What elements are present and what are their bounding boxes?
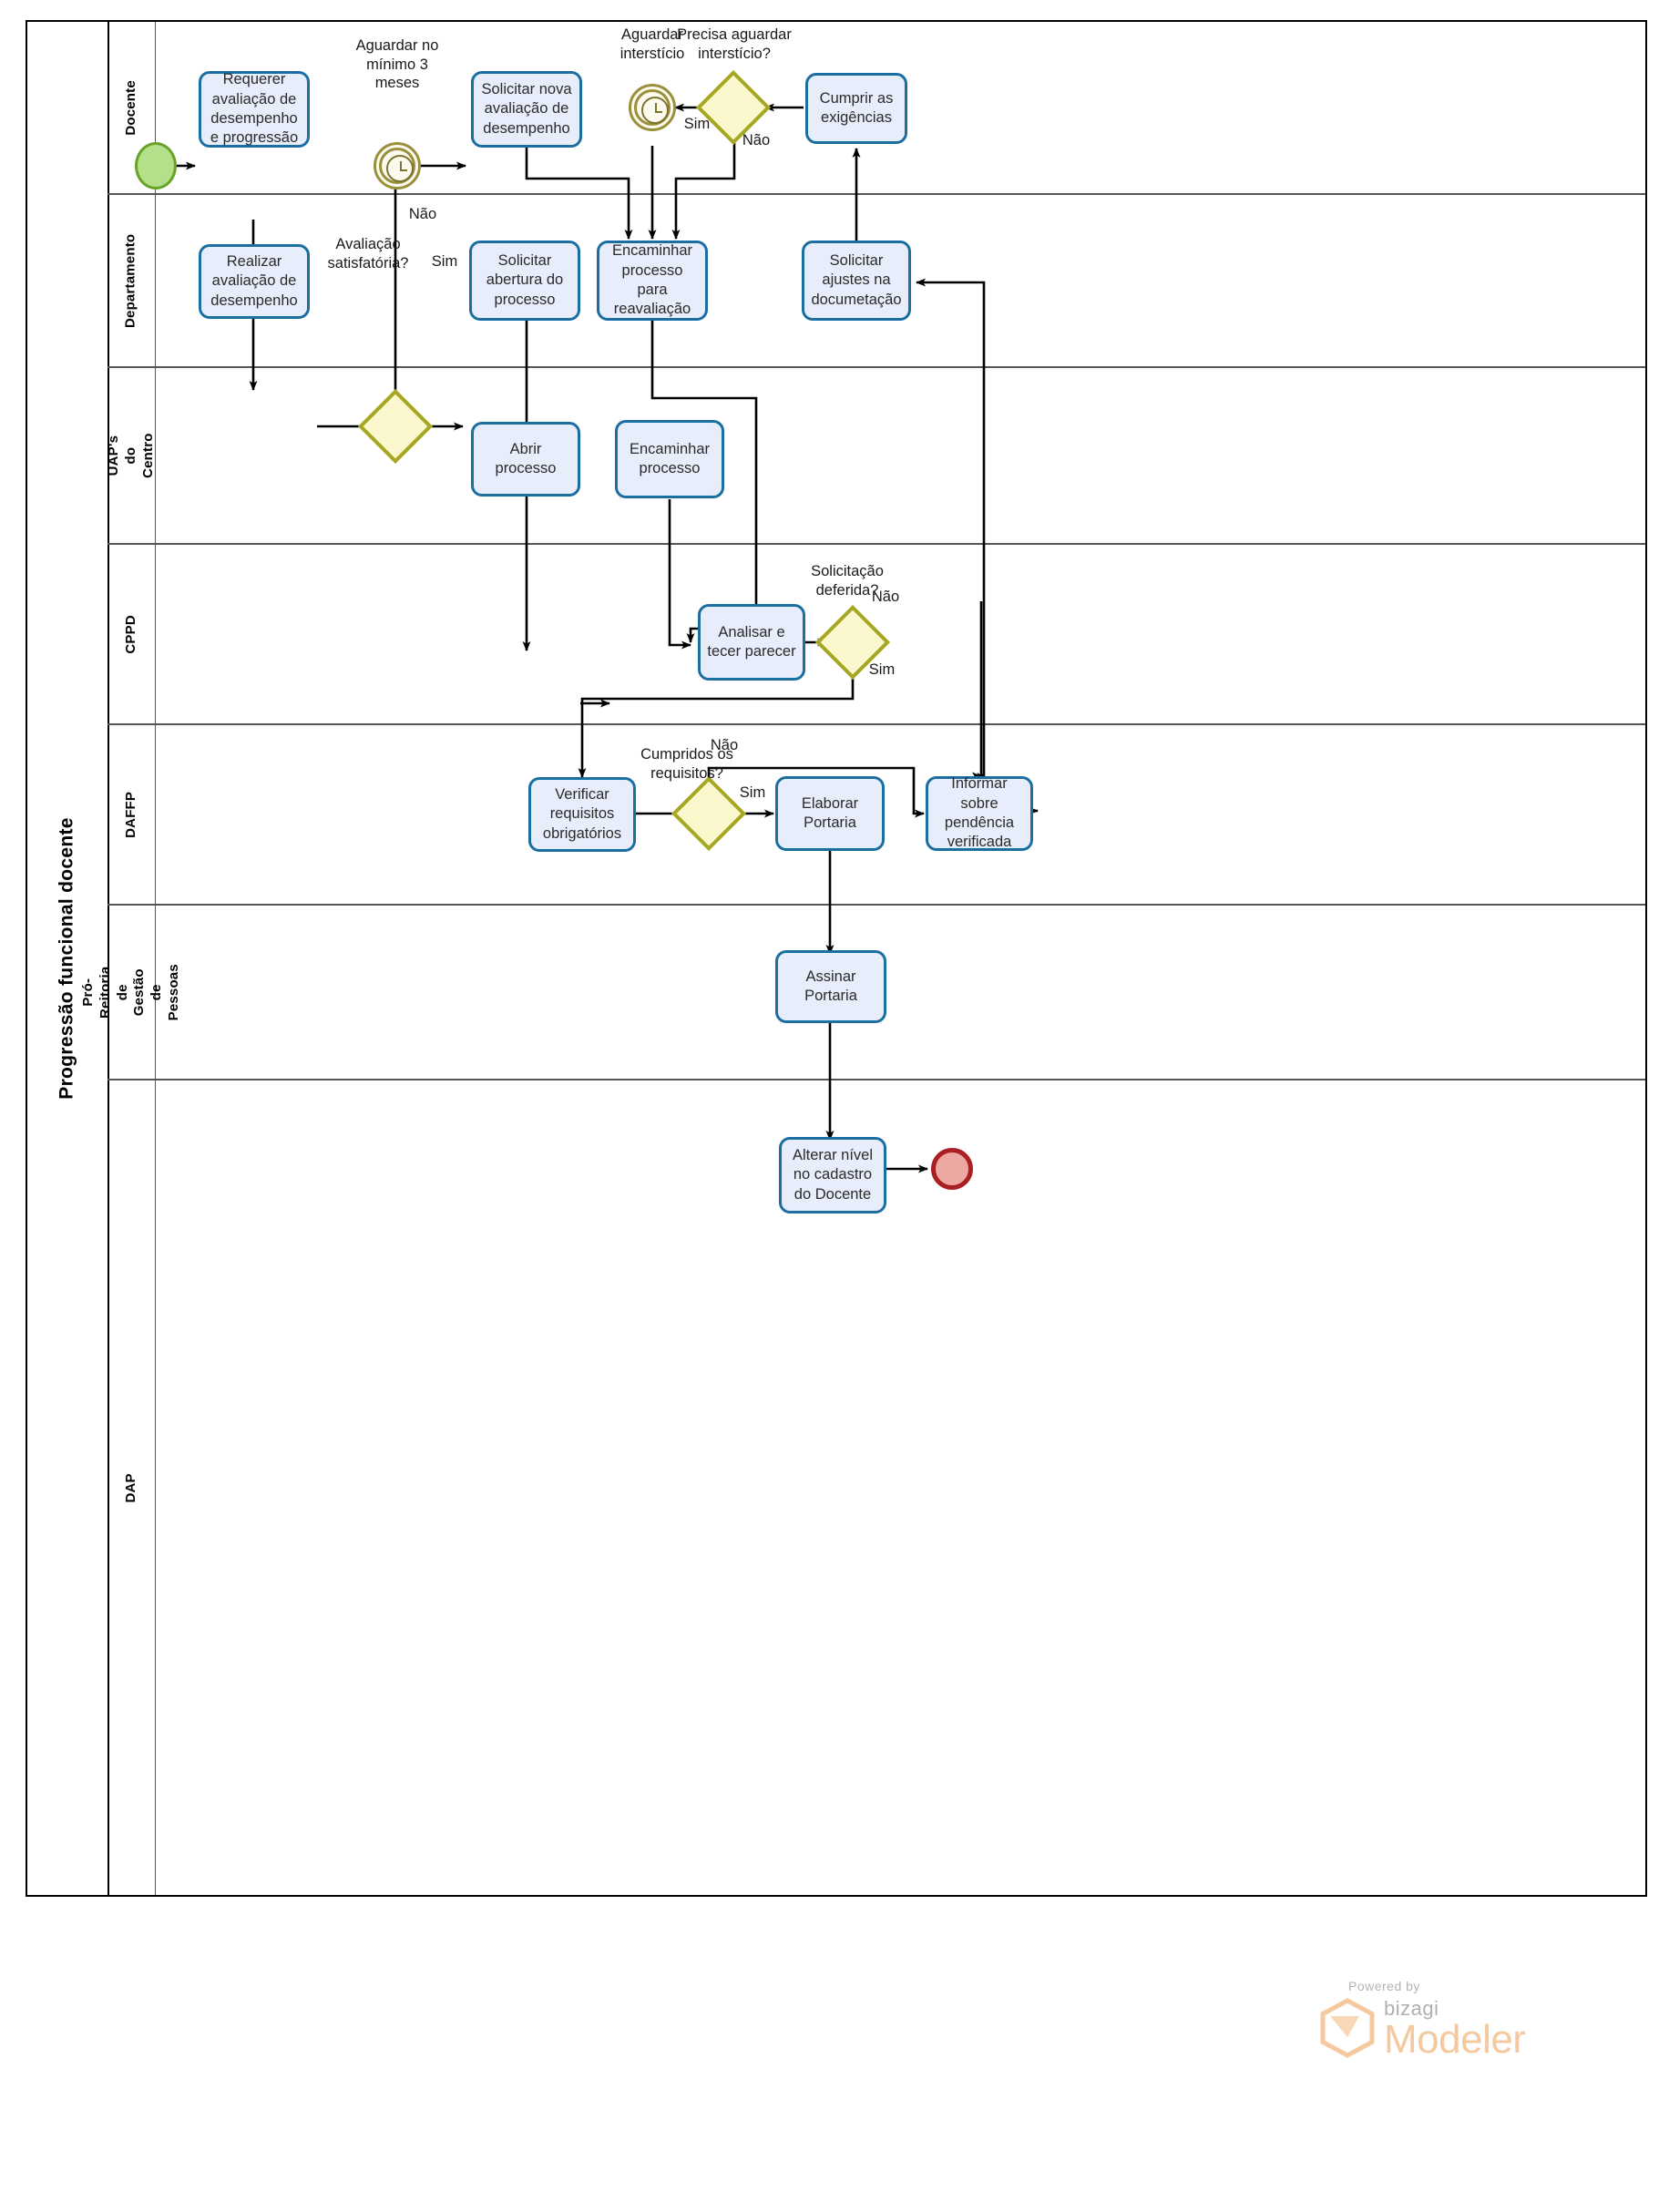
lane-label: DAFFP (122, 791, 138, 838)
bizagi-modeler-logo: Powered by bizagi Modeler (1319, 1979, 1526, 2062)
lane-pro-reitoria: Pró-Reitoria de Gestão de Pessoas (80, 906, 1645, 1080)
lane-divider (155, 22, 156, 193)
lane-label: Docente (122, 79, 138, 136)
flow-label-g4-nao: Não (710, 737, 739, 753)
timer-event-aguardar-intersticio[interactable] (629, 84, 676, 131)
flow-label-g3-nao: Não (871, 589, 900, 605)
flow-label-g2-nao: Não (742, 132, 771, 148)
logo-brand-label: bizagi (1384, 1997, 1439, 2020)
lane-title-dap: DAP (108, 1080, 155, 1895)
lane-label: UAP's do Centro (105, 433, 156, 478)
pool-title: Progressão funcional docente (27, 22, 109, 1895)
lane-departamento: Departamento (108, 195, 1645, 368)
lane-title-departamento: Departamento (108, 195, 155, 366)
flow-label-g3-sim: Sim (868, 661, 896, 678)
lane-uaps-do-centro: UAP's do Centro (105, 368, 1645, 545)
lane-divider (155, 545, 156, 723)
lane-divider (155, 906, 156, 1079)
end-event[interactable] (931, 1148, 973, 1190)
task-realizar-avaliacao-desempenho[interactable]: Realizar avaliação de desempenho (199, 244, 310, 319)
gateway-label-cumpridos-os-requisitos: Cumpridos os requisitos? (640, 746, 733, 782)
lane-cppd: CPPD (108, 545, 1645, 725)
lane-dap: DAP (108, 1080, 1645, 1895)
lane-title-uaps: UAP's do Centro (105, 368, 156, 543)
flow-label-g2-sim: Sim (683, 116, 711, 132)
task-abrir-processo[interactable]: Abrir processo (471, 422, 580, 497)
flow-label-g4-sim: Sim (739, 784, 766, 801)
task-encaminhar-processo-reavaliacao[interactable]: Encaminhar processo para reavaliação (597, 241, 708, 321)
clock-icon (641, 97, 669, 124)
lane-title-cppd: CPPD (108, 545, 155, 723)
lane-divider (155, 195, 156, 366)
lane-docente: Docente (108, 22, 1645, 195)
task-cumprir-as-exigencias[interactable]: Cumprir as exigências (805, 73, 907, 144)
start-event[interactable] (135, 142, 177, 189)
lane-daffp: DAFFP (108, 725, 1645, 906)
lane-label: DAP (122, 1472, 138, 1503)
timer-event-label-intersticio: Aguardar interstício (619, 26, 685, 62)
lane-title-pro-reitoria: Pró-Reitoria de Gestão de Pessoas (80, 906, 181, 1079)
lane-divider (155, 725, 156, 904)
task-alterar-nivel-cadastro-docente[interactable]: Alterar nível no cadastro do Docente (779, 1137, 886, 1214)
bizagi-hexagon-icon (1320, 1998, 1375, 2058)
lane-divider (155, 1080, 156, 1895)
lane-label: Pró-Reitoria de Gestão de Pessoas (79, 963, 181, 1021)
lane-label: Departamento (122, 233, 138, 328)
flow-label-g1-sim: Sim (431, 253, 458, 270)
clock-icon (386, 155, 414, 182)
task-encaminhar-processo[interactable]: Encaminhar processo (615, 420, 724, 498)
gateway-label-solicitacao-deferida: Solicitação deferida? (811, 563, 884, 599)
logo-product-label: Modeler (1384, 2017, 1526, 2062)
pool-title-label: Progressão funcional docente (56, 817, 77, 1100)
task-analisar-tecer-parecer[interactable]: Analisar e tecer parecer (698, 604, 805, 681)
task-informar-pendencia-verificada[interactable]: Informar sobre pendência verificada (926, 775, 1033, 851)
timer-event-label-3-meses: Aguardar no mínimo 3 meses (355, 37, 439, 92)
gateway-label-avaliacao-satisfatoria: Avaliação satisfatória? (327, 236, 409, 271)
lane-divider (155, 368, 156, 543)
task-elaborar-portaria[interactable]: Elaborar Portaria (775, 776, 885, 851)
gateway-label-precisa-aguardar-intersticio: Precisa aguardar interstício? (677, 26, 792, 62)
task-verificar-requisitos-obrigatorios[interactable]: Verificar requisitos obrigatórios (528, 777, 636, 852)
flow-label-g1-nao: Não (408, 206, 437, 222)
task-solicitar-nova-avaliacao[interactable]: Solicitar nova avaliação de desempenho (471, 71, 582, 148)
logo-powered-by-label: Powered by (1348, 1979, 1420, 1993)
task-solicitar-ajustes-documetacao[interactable]: Solicitar ajustes na documetação (802, 241, 911, 321)
lane-label: CPPD (122, 614, 138, 654)
timer-event-aguardar-3-meses[interactable] (374, 142, 421, 189)
lane-title-daffp: DAFFP (108, 725, 155, 904)
task-solicitar-abertura-processo[interactable]: Solicitar abertura do processo (469, 241, 580, 321)
task-assinar-portaria[interactable]: Assinar Portaria (775, 950, 886, 1023)
task-requerer-avaliacao[interactable]: Requerer avaliação de desempenho e progr… (199, 71, 310, 148)
